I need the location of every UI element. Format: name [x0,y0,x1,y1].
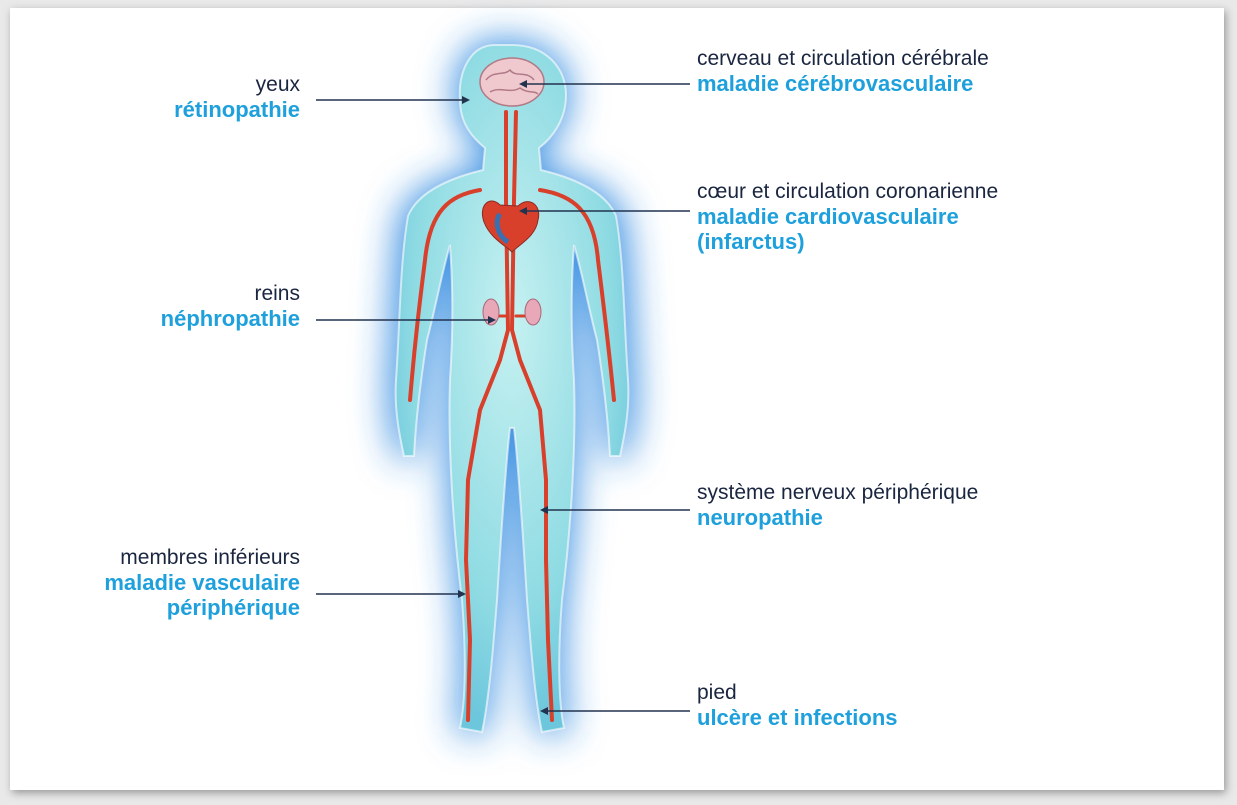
body-silhouette [396,45,629,732]
label-brain-condition: maladie cérébrovasculaire [697,71,1137,96]
label-brain-name: cerveau et circulation cérébrale [697,47,1137,71]
label-foot-condition: ulcère et infections [697,705,1137,730]
label-nerves: système nerveux périphérique neuropathie [697,481,1137,530]
label-limbs: membres inférieurs maladie vasculaire pé… [40,546,300,621]
label-heart: cœur et circulation coronarienne maladie… [697,180,1137,255]
label-nerves-name: système nerveux périphérique [697,481,1137,505]
label-limbs-name: membres inférieurs [40,546,300,570]
label-brain: cerveau et circulation cérébrale maladie… [697,47,1137,96]
label-heart-name: cœur et circulation coronarienne [697,180,1137,204]
label-foot: pied ulcère et infections [697,681,1137,730]
label-foot-name: pied [697,681,1137,705]
label-kidneys-condition: néphropathie [100,306,300,331]
label-eyes-condition: rétinopathie [100,97,300,122]
label-heart-condition-line2: (infarctus) [697,229,1137,254]
label-limbs-condition-line1: maladie vasculaire [40,570,300,595]
label-kidneys-name: reins [100,282,300,306]
label-eyes: yeux rétinopathie [100,73,300,122]
label-limbs-condition-line2: périphérique [40,595,300,620]
label-heart-condition-line1: maladie cardiovasculaire [697,204,1137,229]
brain-icon [480,58,544,106]
label-nerves-condition: neuropathie [697,505,1137,530]
label-eyes-name: yeux [100,73,300,97]
label-kidneys: reins néphropathie [100,282,300,331]
